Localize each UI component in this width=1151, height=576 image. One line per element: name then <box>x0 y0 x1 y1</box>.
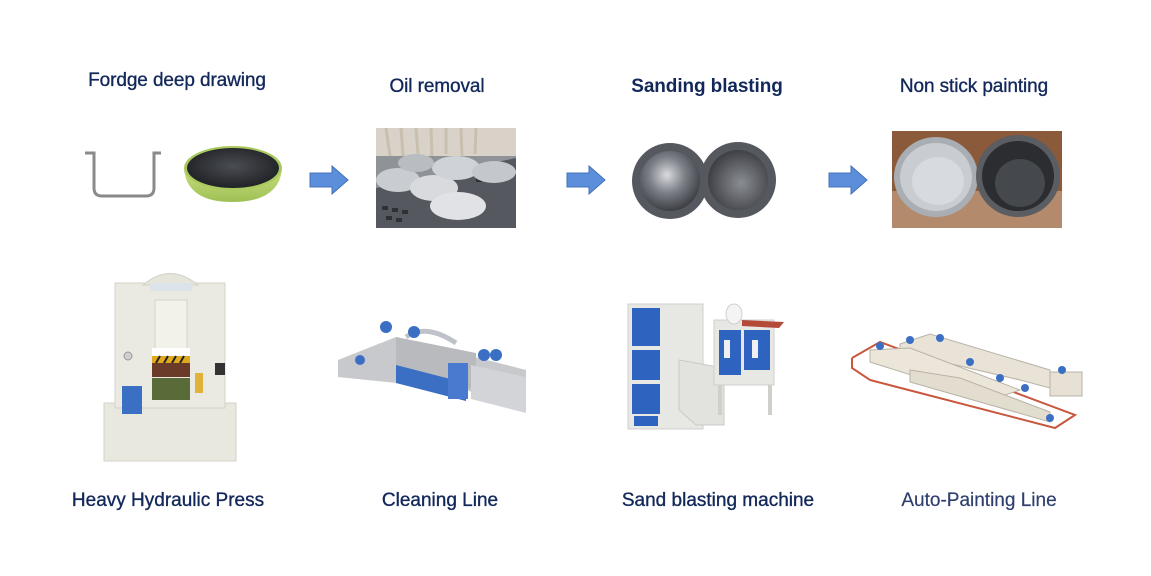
hydraulic-press-image <box>100 268 245 463</box>
pan-cross-section-icon <box>85 151 161 198</box>
cleaning-line-image <box>336 315 531 420</box>
step-2-image <box>376 128 516 228</box>
right-arrow-icon <box>566 165 606 195</box>
machine-3-label: Sand blasting machine <box>621 490 815 511</box>
auto-painting-line-image <box>850 330 1090 430</box>
right-arrow-icon <box>828 165 868 195</box>
right-arrow-icon <box>309 165 349 195</box>
frying-pan-icon <box>184 146 282 202</box>
auto-painting-line-icon <box>851 333 1083 430</box>
machine-1-label: Heavy Hydraulic Press <box>71 490 265 511</box>
step-2-title: Oil removal <box>389 76 485 97</box>
sand-blasting-machine-icon <box>627 303 784 430</box>
sand-blasting-machine-image <box>624 300 784 435</box>
step-1-title: Fordge deep drawing <box>88 70 266 91</box>
coated-pots-photo <box>892 131 1062 228</box>
hydraulic-press-icon <box>103 273 237 462</box>
step-4-title: Non stick painting <box>899 76 1049 97</box>
machine-2-label: Cleaning Line <box>381 490 499 511</box>
step-3-image <box>630 138 780 224</box>
step-4-image <box>892 131 1062 228</box>
step-1-image <box>80 140 300 220</box>
pots-on-conveyor-photo <box>376 128 516 228</box>
step-3-title: Sanding blasting <box>631 76 783 97</box>
cleaning-line-icon <box>338 321 526 413</box>
machine-4-label: Auto-Painting Line <box>901 490 1057 511</box>
sandblasted-pots-photo <box>632 142 776 219</box>
